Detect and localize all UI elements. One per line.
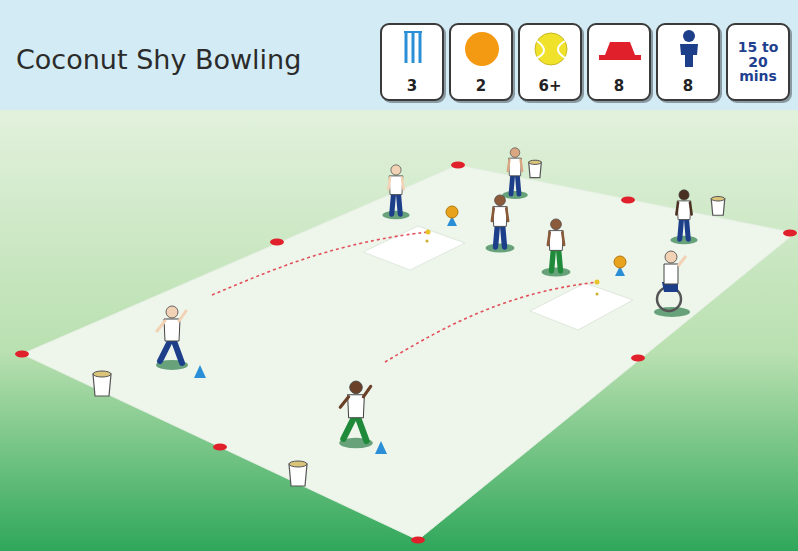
ball-icon bbox=[520, 25, 582, 75]
boundary-marker bbox=[783, 230, 797, 237]
pitch-patch bbox=[363, 226, 465, 270]
player bbox=[670, 190, 697, 244]
target-icon bbox=[451, 25, 513, 75]
quantity-number: 2 bbox=[476, 79, 486, 99]
quantity-number: 6+ bbox=[538, 79, 561, 99]
target-count: 2 bbox=[449, 23, 513, 101]
ball-bounce bbox=[426, 240, 429, 243]
marker-cone bbox=[375, 441, 387, 454]
boundary-marker bbox=[15, 351, 29, 358]
ball-bucket bbox=[529, 160, 542, 178]
player bbox=[502, 148, 528, 199]
ball bbox=[426, 230, 431, 235]
quantity-number: 3 bbox=[407, 79, 417, 99]
cone-icon bbox=[589, 25, 651, 75]
grass-ground bbox=[0, 110, 798, 551]
marker-cone bbox=[194, 365, 206, 378]
boundary-marker bbox=[270, 239, 284, 246]
ball bbox=[595, 280, 600, 285]
pitch-patch bbox=[530, 283, 633, 330]
player-count: 8 bbox=[656, 23, 720, 101]
cone-count: 8 bbox=[587, 23, 651, 101]
ball-bucket bbox=[711, 197, 725, 216]
ball-path bbox=[385, 282, 597, 362]
boundary-marker bbox=[451, 162, 465, 169]
player bbox=[339, 381, 373, 448]
boundary-marker bbox=[631, 355, 645, 362]
coconut-target bbox=[446, 206, 458, 226]
quantity-number: 8 bbox=[614, 79, 624, 99]
quantity-number: 8 bbox=[683, 79, 693, 99]
wheelchair-player bbox=[654, 251, 690, 317]
header-bar bbox=[0, 0, 798, 110]
ball-bucket bbox=[93, 371, 111, 396]
boundary-marker bbox=[213, 444, 227, 451]
stumps-count: 3 bbox=[380, 23, 444, 101]
player bbox=[382, 165, 409, 219]
ball-path bbox=[212, 232, 428, 295]
coconut-target bbox=[614, 256, 626, 276]
duration-text: 15 to 20 mins bbox=[735, 40, 781, 84]
boundary-marker bbox=[411, 537, 425, 544]
player-icon bbox=[658, 25, 720, 75]
duration-box: 15 to 20 mins bbox=[726, 23, 790, 101]
ball-bucket bbox=[289, 461, 307, 486]
boundary-marker bbox=[621, 197, 635, 204]
drill-title: Coconut Shy Bowling bbox=[16, 44, 301, 75]
playing-area bbox=[22, 165, 795, 540]
player bbox=[486, 195, 515, 253]
ball-count: 6+ bbox=[518, 23, 582, 101]
ball-bounce bbox=[596, 293, 599, 296]
stumps-icon bbox=[382, 25, 444, 75]
player bbox=[156, 306, 188, 370]
player bbox=[542, 219, 571, 277]
